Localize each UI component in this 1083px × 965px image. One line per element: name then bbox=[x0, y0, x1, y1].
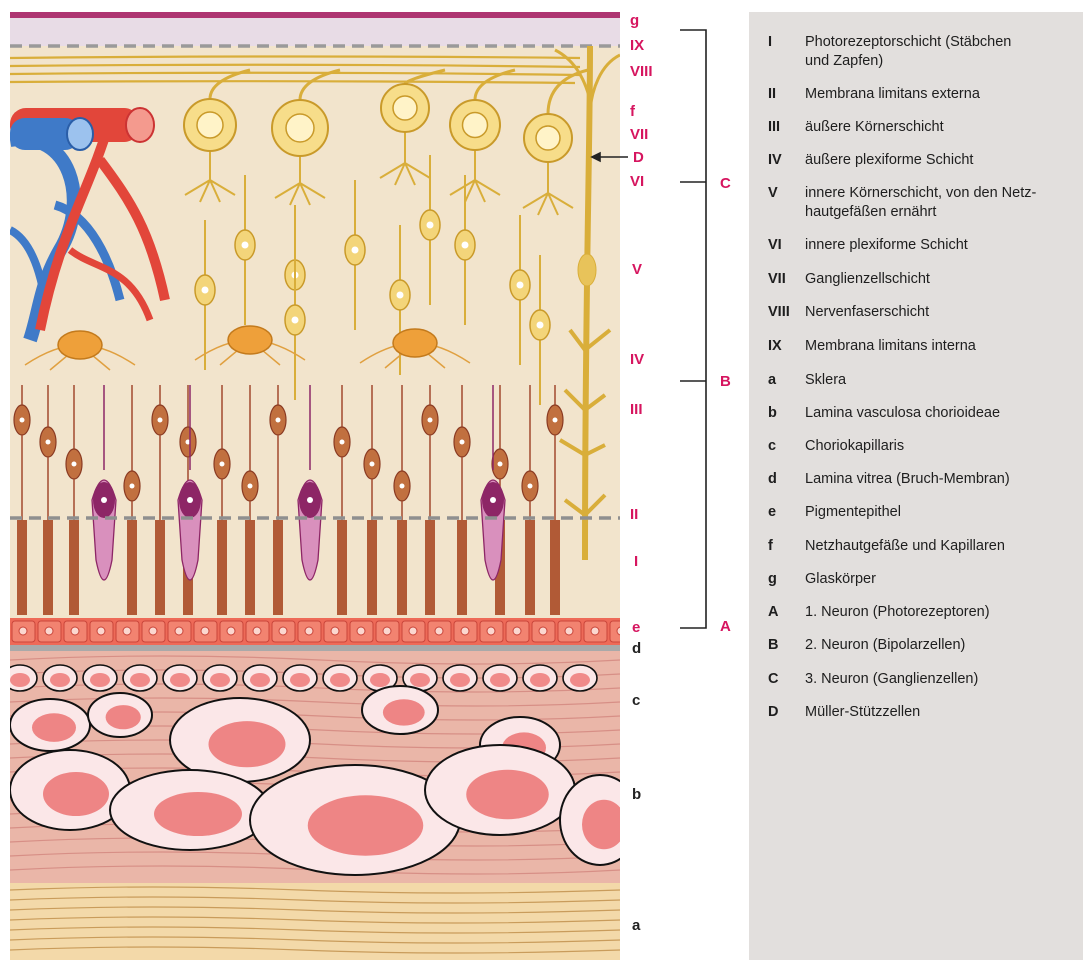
choriocapillaris bbox=[3, 665, 597, 691]
legend-key: c bbox=[768, 437, 776, 456]
rod-outer-segment bbox=[525, 520, 535, 615]
legend-text: Glaskörper bbox=[805, 570, 1083, 589]
legend-key: g bbox=[768, 570, 777, 589]
legend-text: Müller-Stützzellen bbox=[805, 703, 1083, 722]
layer-label-a: a bbox=[632, 918, 640, 934]
layer-label-d: D bbox=[633, 150, 644, 166]
legend-text: Sklera bbox=[805, 371, 1083, 390]
legend-text: 3. Neuron (Ganglienzellen) bbox=[805, 670, 1083, 689]
legend-key: e bbox=[768, 503, 776, 522]
legend-text: Nervenfaserschicht bbox=[805, 303, 1083, 322]
legend-text: hautgefäßen ernährt bbox=[805, 203, 1083, 222]
rod-outer-segment bbox=[457, 520, 467, 615]
horizontal-cell bbox=[393, 329, 437, 357]
legend-text: Membrana limitans interna bbox=[805, 337, 1083, 356]
legend-key: VII bbox=[768, 270, 786, 289]
legend-key: I bbox=[768, 33, 772, 52]
layer-label-i: I bbox=[634, 554, 638, 570]
legend-key: V bbox=[768, 184, 778, 203]
layer-label-f: f bbox=[630, 104, 635, 120]
horizontal-cell bbox=[58, 331, 102, 359]
legend-key: IX bbox=[768, 337, 782, 356]
rod-outer-segment bbox=[217, 520, 227, 615]
legend-key: VIII bbox=[768, 303, 790, 322]
layer-label-iv: IV bbox=[630, 352, 644, 368]
layer-label-vi: VI bbox=[630, 174, 644, 190]
legend-text: Netzhautgefäße und Kapillaren bbox=[805, 537, 1083, 556]
layer-label-ii: II bbox=[630, 507, 638, 523]
sclera-layer bbox=[10, 883, 620, 960]
legend-key: C bbox=[768, 670, 778, 689]
horizontal-cell bbox=[228, 326, 272, 354]
layer-label-ix: IX bbox=[630, 38, 644, 54]
legend-text: Photorezeptorschicht (Stäbchen bbox=[805, 33, 1083, 52]
legend-panel: I Photorezeptorschicht (Stäbchen und Zapf… bbox=[749, 12, 1083, 960]
legend-text: Membrana limitans externa bbox=[805, 85, 1083, 104]
layer-label-d-lower: d bbox=[632, 641, 641, 657]
layer-label-v: V bbox=[632, 262, 642, 278]
group-label-a: A bbox=[720, 619, 731, 635]
legend-key: III bbox=[768, 118, 780, 137]
legend-key: d bbox=[768, 470, 777, 489]
layer-label-b: b bbox=[632, 787, 641, 803]
legend-text: Choriokapillaris bbox=[805, 437, 1083, 456]
group-label-b: B bbox=[720, 374, 731, 390]
rod-outer-segment bbox=[155, 520, 165, 615]
legend-key: f bbox=[768, 537, 773, 556]
rod-outer-segment bbox=[69, 520, 79, 615]
legend-key: A bbox=[768, 603, 778, 622]
layer-label-viii: VIII bbox=[630, 64, 653, 80]
legend-text: und Zapfen) bbox=[805, 52, 1083, 71]
layer-label-iii: III bbox=[630, 402, 643, 418]
legend-key: B bbox=[768, 636, 778, 655]
rod-outer-segment bbox=[425, 520, 435, 615]
legend-key: II bbox=[768, 85, 776, 104]
legend-key: a bbox=[768, 371, 776, 390]
legend-text: Lamina vasculosa chorioideae bbox=[805, 404, 1083, 423]
legend-text: äußere Körnerschicht bbox=[805, 118, 1083, 137]
group-label-c: C bbox=[720, 176, 731, 192]
layer-label-e: e bbox=[632, 620, 640, 636]
rod-outer-segment bbox=[273, 520, 283, 615]
legend-text: 2. Neuron (Bipolarzellen) bbox=[805, 636, 1083, 655]
rod-outer-segment bbox=[43, 520, 53, 615]
layer-label-vii: VII bbox=[630, 127, 648, 143]
legend-text: innere Körnerschicht, von den Netz- bbox=[805, 184, 1083, 203]
legend-text: Ganglienzellschicht bbox=[805, 270, 1083, 289]
layer-label-g: g bbox=[630, 13, 639, 29]
legend-key: VI bbox=[768, 236, 782, 255]
legend-text: 1. Neuron (Photorezeptoren) bbox=[805, 603, 1083, 622]
legend-text: äußere plexiforme Schicht bbox=[805, 151, 1083, 170]
rod-outer-segment bbox=[337, 520, 347, 615]
legend-text: Pigmentepithel bbox=[805, 503, 1083, 522]
rod-outer-segment bbox=[397, 520, 407, 615]
legend-key: b bbox=[768, 404, 777, 423]
rod-outer-segment bbox=[17, 520, 27, 615]
rod-outer-segment bbox=[245, 520, 255, 615]
layer-label-c: c bbox=[632, 693, 640, 709]
legend-text: innere plexiforme Schicht bbox=[805, 236, 1083, 255]
group-brackets bbox=[680, 30, 706, 628]
rod-outer-segment bbox=[127, 520, 137, 615]
legend-text: Lamina vitrea (Bruch-Membran) bbox=[805, 470, 1083, 489]
legend-key: IV bbox=[768, 151, 782, 170]
bruch-membrane bbox=[10, 645, 620, 651]
rod-outer-segment bbox=[550, 520, 560, 615]
legend-key: D bbox=[768, 703, 778, 722]
rod-outer-segment bbox=[367, 520, 377, 615]
